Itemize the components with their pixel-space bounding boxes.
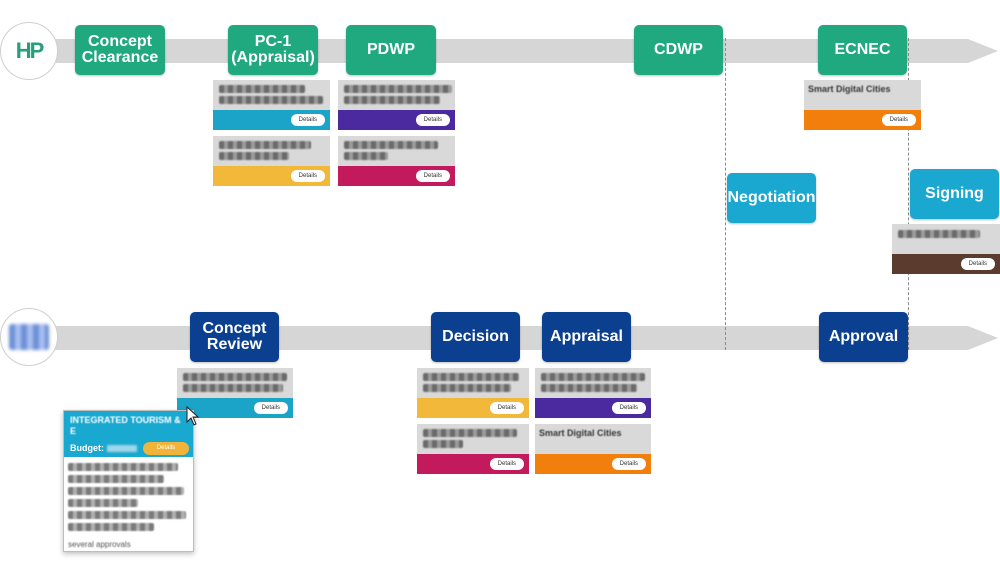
project-card[interactable]: Details	[338, 80, 455, 130]
project-popup: INTEGRATED TOURISM & E Budget: Details s…	[63, 410, 194, 552]
details-button[interactable]: Details	[415, 114, 450, 126]
project-card[interactable]: Details	[338, 136, 455, 186]
card-status-bar: Details	[535, 454, 651, 474]
stage-label: CDWP	[654, 41, 703, 58]
stage-label: Concept Clearance	[81, 33, 159, 66]
details-button[interactable]: Details	[960, 258, 995, 270]
stage-label: ECNEC	[834, 41, 891, 58]
bottom-lane-arrow	[45, 326, 998, 350]
logo-image	[9, 324, 49, 350]
stage-negotiation[interactable]: Negotiation	[727, 173, 816, 223]
stage-concept-clearance[interactable]: Concept Clearance	[75, 25, 165, 75]
popup-footer: several approvals	[68, 540, 131, 549]
project-card[interactable]: Details	[213, 80, 330, 130]
project-card[interactable]: Smart Digital Cities Details	[535, 424, 651, 474]
details-button[interactable]: Details	[611, 402, 646, 414]
stage-concept-review[interactable]: Concept Review	[190, 312, 279, 362]
card-title: Smart Digital Cities	[539, 428, 622, 438]
stage-label: PC-1 (Appraisal)	[231, 33, 315, 66]
card-status-bar: Details	[177, 398, 293, 418]
stage-cdwp[interactable]: CDWP	[634, 25, 723, 75]
stage-label: PDWP	[367, 41, 415, 58]
details-button[interactable]: Details	[415, 170, 450, 182]
stage-label: Signing	[925, 185, 984, 202]
popup-budget: Budget:	[70, 443, 137, 453]
stage-approval[interactable]: Approval	[819, 312, 908, 362]
divider-line-2	[908, 38, 909, 350]
popup-details-button[interactable]: Details	[143, 442, 189, 455]
card-title: Smart Digital Cities	[808, 84, 891, 94]
card-status-bar: Details	[535, 398, 651, 418]
details-button[interactable]: Details	[611, 458, 646, 470]
project-card[interactable]: Details	[213, 136, 330, 186]
top-lane-logo: HP	[0, 22, 58, 80]
stage-label: Negotiation	[727, 189, 816, 206]
stage-signing[interactable]: Signing	[910, 169, 999, 219]
card-status-bar: Details	[417, 454, 529, 474]
details-button[interactable]: Details	[253, 402, 288, 414]
card-status-bar: Details	[892, 254, 1000, 274]
details-button[interactable]: Details	[881, 114, 916, 126]
project-card[interactable]: Details	[892, 224, 1000, 274]
project-card[interactable]: Details	[417, 368, 529, 418]
popup-header: INTEGRATED TOURISM & E Budget: Details	[64, 411, 193, 457]
card-status-bar: Details	[213, 166, 330, 186]
budget-value	[107, 445, 137, 453]
stage-label: Decision	[442, 328, 509, 345]
project-card[interactable]: Smart Digital Cities Details	[804, 80, 921, 130]
card-status-bar: Details	[338, 166, 455, 186]
stage-appraisal[interactable]: Appraisal	[542, 312, 631, 362]
card-status-bar: Details	[213, 110, 330, 130]
card-status-bar: Details	[338, 110, 455, 130]
mouse-cursor-icon	[186, 406, 200, 426]
budget-label: Budget:	[70, 443, 104, 453]
project-card[interactable]: Details	[177, 368, 293, 418]
card-status-bar: Details	[417, 398, 529, 418]
details-button[interactable]: Details	[489, 402, 524, 414]
stage-label: Approval	[828, 328, 899, 345]
stage-pc1[interactable]: PC-1 (Appraisal)	[228, 25, 318, 75]
details-button[interactable]: Details	[290, 114, 325, 126]
logo-text: HP	[15, 38, 45, 63]
stage-label: Appraisal	[550, 328, 623, 345]
stage-pdwp[interactable]: PDWP	[346, 25, 436, 75]
project-card[interactable]: Details	[417, 424, 529, 474]
popup-title: INTEGRATED TOURISM & E	[70, 415, 181, 436]
stage-label: Concept Review	[202, 320, 267, 353]
stage-ecnec[interactable]: ECNEC	[818, 25, 907, 75]
details-button[interactable]: Details	[489, 458, 524, 470]
details-button[interactable]: Details	[290, 170, 325, 182]
stage-decision[interactable]: Decision	[431, 312, 520, 362]
card-status-bar: Details	[804, 110, 921, 130]
project-card[interactable]: Details	[535, 368, 651, 418]
divider-line-1	[725, 38, 726, 350]
bottom-lane-logo	[0, 308, 58, 366]
